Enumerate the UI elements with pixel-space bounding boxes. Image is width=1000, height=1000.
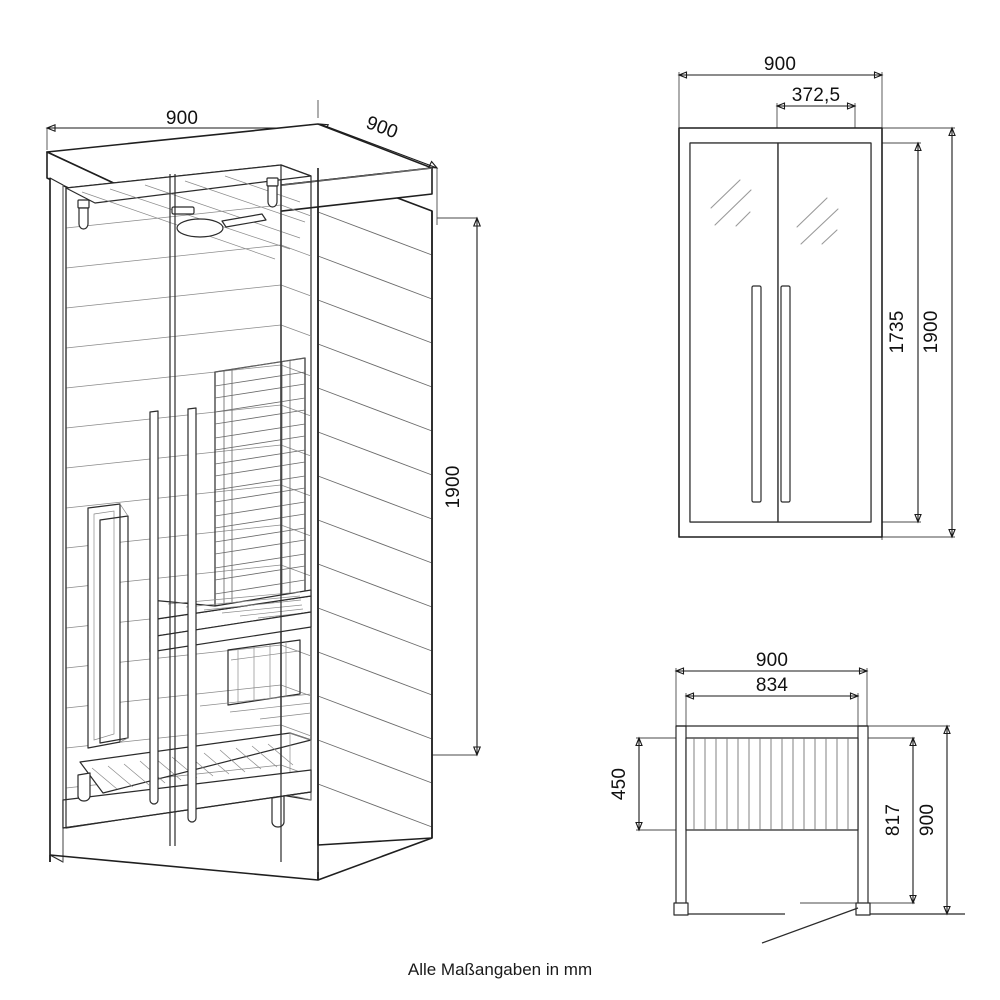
front-glass-door-left (689, 142, 779, 523)
front-handle-right (780, 285, 791, 503)
front-width-label: 900 (764, 54, 796, 75)
front-door-leaf-label: 372,5 (792, 85, 841, 106)
ceiling-lamp-icon-2 (266, 177, 279, 208)
ceiling-strip-icon (221, 213, 267, 228)
iso-ceiling-fittings (77, 177, 279, 238)
plan-door-swing-line (761, 907, 859, 944)
plan-inner-depth-label: 817 (883, 804, 904, 836)
ceiling-speaker-icon (176, 218, 224, 238)
plan-bench-depth-label: 450 (609, 768, 630, 800)
plan-door (673, 902, 965, 944)
iso-door-handle-left (149, 410, 159, 805)
iso-lower-alcove (227, 639, 301, 706)
plan-inner-width-label: 834 (756, 675, 789, 696)
iso-door-handle-right (187, 407, 197, 823)
iso-ceiling (65, 164, 312, 260)
iso-left-post (49, 177, 64, 863)
plan-width-label: 900 (756, 650, 788, 671)
front-handle-left (751, 285, 762, 503)
front-elevation-view: 900 372,5 1735 1900 (677, 54, 956, 540)
plan-door-jamb-right (855, 902, 871, 916)
units-caption: Alle Maßangaben in mm (408, 960, 592, 979)
ceiling-vent-icon (171, 206, 195, 215)
iso-heater-panel (87, 503, 129, 749)
front-glass-height-label: 1735 (887, 310, 908, 353)
ceiling-lamp-icon (77, 199, 90, 230)
iso-backrest (214, 357, 306, 607)
iso-right-wall (317, 167, 433, 846)
iso-glass-doors (65, 165, 282, 862)
plan-depth-label: 900 (917, 804, 938, 836)
plan-view: 900 834 450 817 (609, 650, 965, 944)
front-glass-door-right (777, 142, 872, 523)
front-glass-height-dimension: 1735 (851, 141, 922, 524)
plan-door-jamb-left (673, 902, 689, 916)
isometric-view: 900 900 1900 (45, 100, 482, 881)
plan-right-wall (857, 725, 869, 915)
plan-bench-slats (685, 737, 859, 831)
iso-width-label: 900 (166, 108, 198, 129)
iso-height-label: 1900 (443, 465, 464, 508)
iso-base-frame (49, 769, 433, 881)
front-height-label: 1900 (921, 310, 942, 353)
iso-height-dimension: 1900 (427, 216, 482, 757)
front-height-dimension: 1900 (882, 126, 956, 539)
plan-left-wall (675, 725, 687, 915)
